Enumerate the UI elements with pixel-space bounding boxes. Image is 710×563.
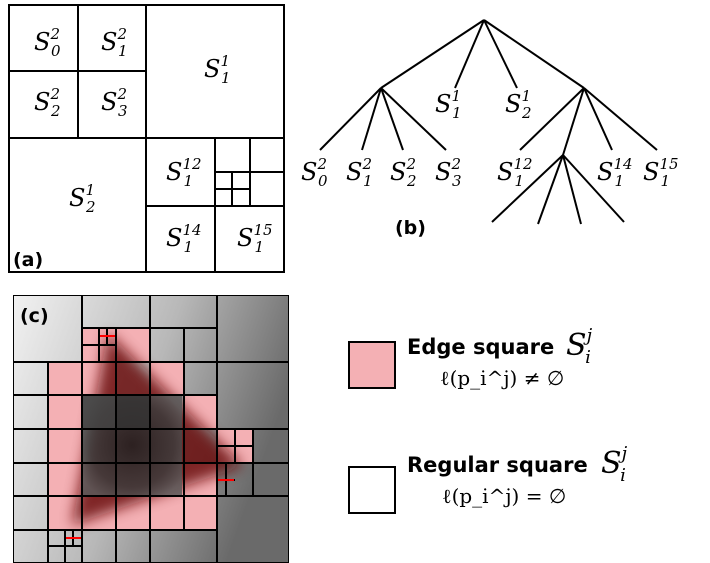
regular-square-condition: ℓ(p_i^j) = ∅ — [442, 484, 566, 508]
panel-c-tag: (c) — [20, 305, 49, 327]
edge-square-swatch — [348, 341, 396, 389]
regular-square-swatch — [348, 466, 396, 514]
panel-a-tag: (a) — [13, 249, 43, 271]
panel-b-tag: (b) — [395, 217, 426, 239]
tree-edge — [537, 154, 564, 225]
edge-square-title: Edge square — [407, 335, 554, 359]
panel-b-tree — [319, 19, 658, 225]
edge-square-condition: ℓ(p_i^j) ≠ ∅ — [440, 366, 564, 390]
tree-edge — [483, 19, 518, 89]
panel-c — [13, 295, 289, 563]
tree-edge — [454, 19, 485, 89]
tree-edge — [380, 19, 485, 89]
tree-edge — [562, 154, 582, 225]
tree-edge — [380, 87, 404, 151]
tree-edge — [562, 154, 625, 223]
tree-edge — [380, 87, 447, 151]
tree-edge — [583, 87, 613, 151]
tree-edge — [519, 87, 585, 151]
edge-highlight-marks — [66, 335, 234, 539]
tree-edge — [483, 19, 585, 89]
tree-edge — [319, 87, 382, 151]
tree-edge — [491, 154, 564, 223]
tree-edge — [361, 87, 382, 151]
tree-edge — [562, 87, 585, 156]
regular-square-title: Regular square — [407, 453, 588, 477]
tree-edge — [583, 87, 658, 151]
